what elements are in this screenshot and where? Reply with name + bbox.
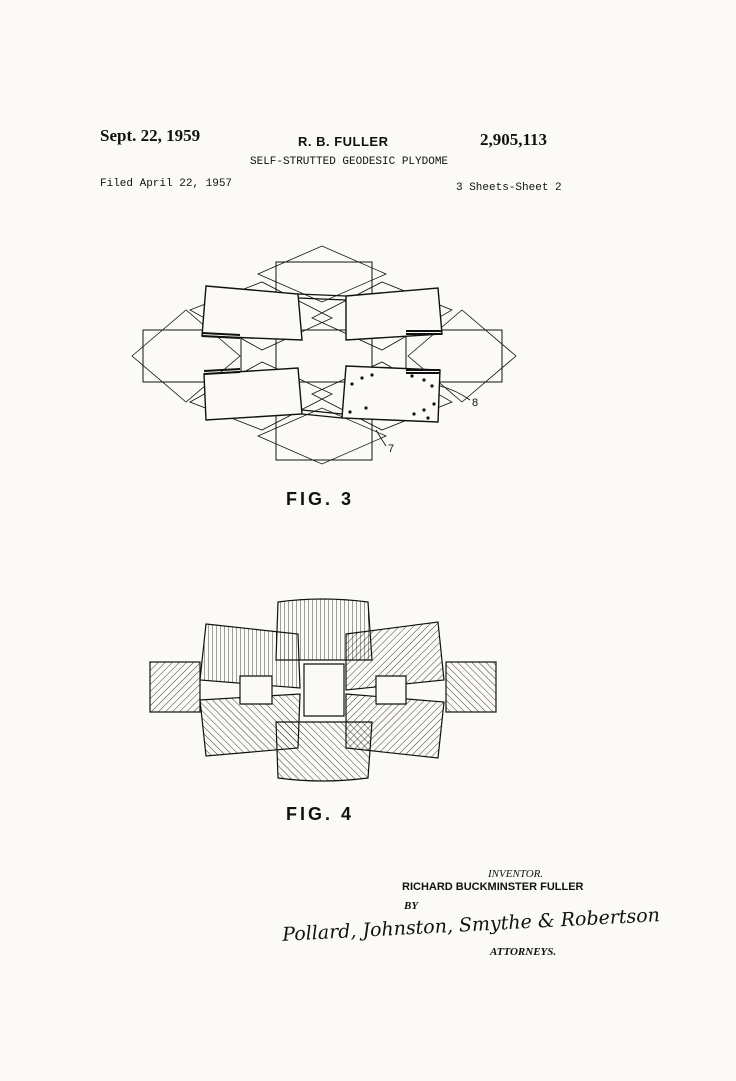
fig3-flange bbox=[201, 332, 241, 339]
fig3-diamond bbox=[257, 407, 387, 465]
filed-date: Filed April 22, 1957 bbox=[100, 178, 233, 190]
fig4-panel-bottom-right bbox=[345, 693, 445, 759]
fig4-side-left bbox=[149, 661, 201, 713]
sheet-count: 3 Sheets-Sheet 2 bbox=[456, 182, 562, 194]
fig4-cell-right bbox=[375, 675, 407, 705]
patent-title: SELF-STRUTTED GEODESIC PLYDOME bbox=[250, 156, 449, 168]
inventor-full-name: RICHARD BUCKMINSTER FULLER bbox=[402, 881, 584, 893]
fig4-cell-left bbox=[239, 675, 273, 705]
fig3-flange bbox=[203, 368, 241, 375]
fig4-side-right bbox=[445, 661, 497, 713]
fig3-flange bbox=[406, 330, 442, 335]
fig3-label: FIG. 3 bbox=[286, 489, 354, 509]
fig3-diamond bbox=[131, 309, 241, 403]
fig3-panel-top-left bbox=[201, 285, 303, 341]
patent-date: Sept. 22, 1959 bbox=[100, 126, 201, 145]
fig4-label: FIG. 4 bbox=[286, 804, 354, 824]
inventor-label: INVENTOR. bbox=[488, 868, 544, 880]
fig3-flange bbox=[297, 293, 347, 301]
fig3-flange bbox=[301, 409, 343, 419]
patent-number: 2,905,113 bbox=[480, 130, 548, 149]
fig4-center-cell bbox=[303, 663, 345, 717]
by-label: BY bbox=[404, 900, 419, 912]
attorneys-label: ATTORNEYS. bbox=[490, 946, 557, 958]
fig3-flange bbox=[406, 369, 440, 374]
ref-numeral-7: 7 bbox=[388, 443, 394, 455]
fig3-center-panel bbox=[275, 261, 373, 461]
inventor-short-name: R. B. FULLER bbox=[298, 134, 389, 149]
fig3-side-panel-right bbox=[405, 329, 503, 383]
leader-line-8 bbox=[439, 385, 471, 401]
fig4-panel-top-left bbox=[199, 623, 301, 689]
ref-numeral-8: 8 bbox=[472, 397, 478, 409]
fig3-diamond bbox=[257, 245, 387, 303]
fig3-side-panel-left bbox=[142, 329, 242, 383]
leader-line-7 bbox=[375, 429, 387, 447]
fig4-panel-top-right bbox=[345, 621, 445, 691]
fig3-rivets bbox=[348, 373, 436, 420]
